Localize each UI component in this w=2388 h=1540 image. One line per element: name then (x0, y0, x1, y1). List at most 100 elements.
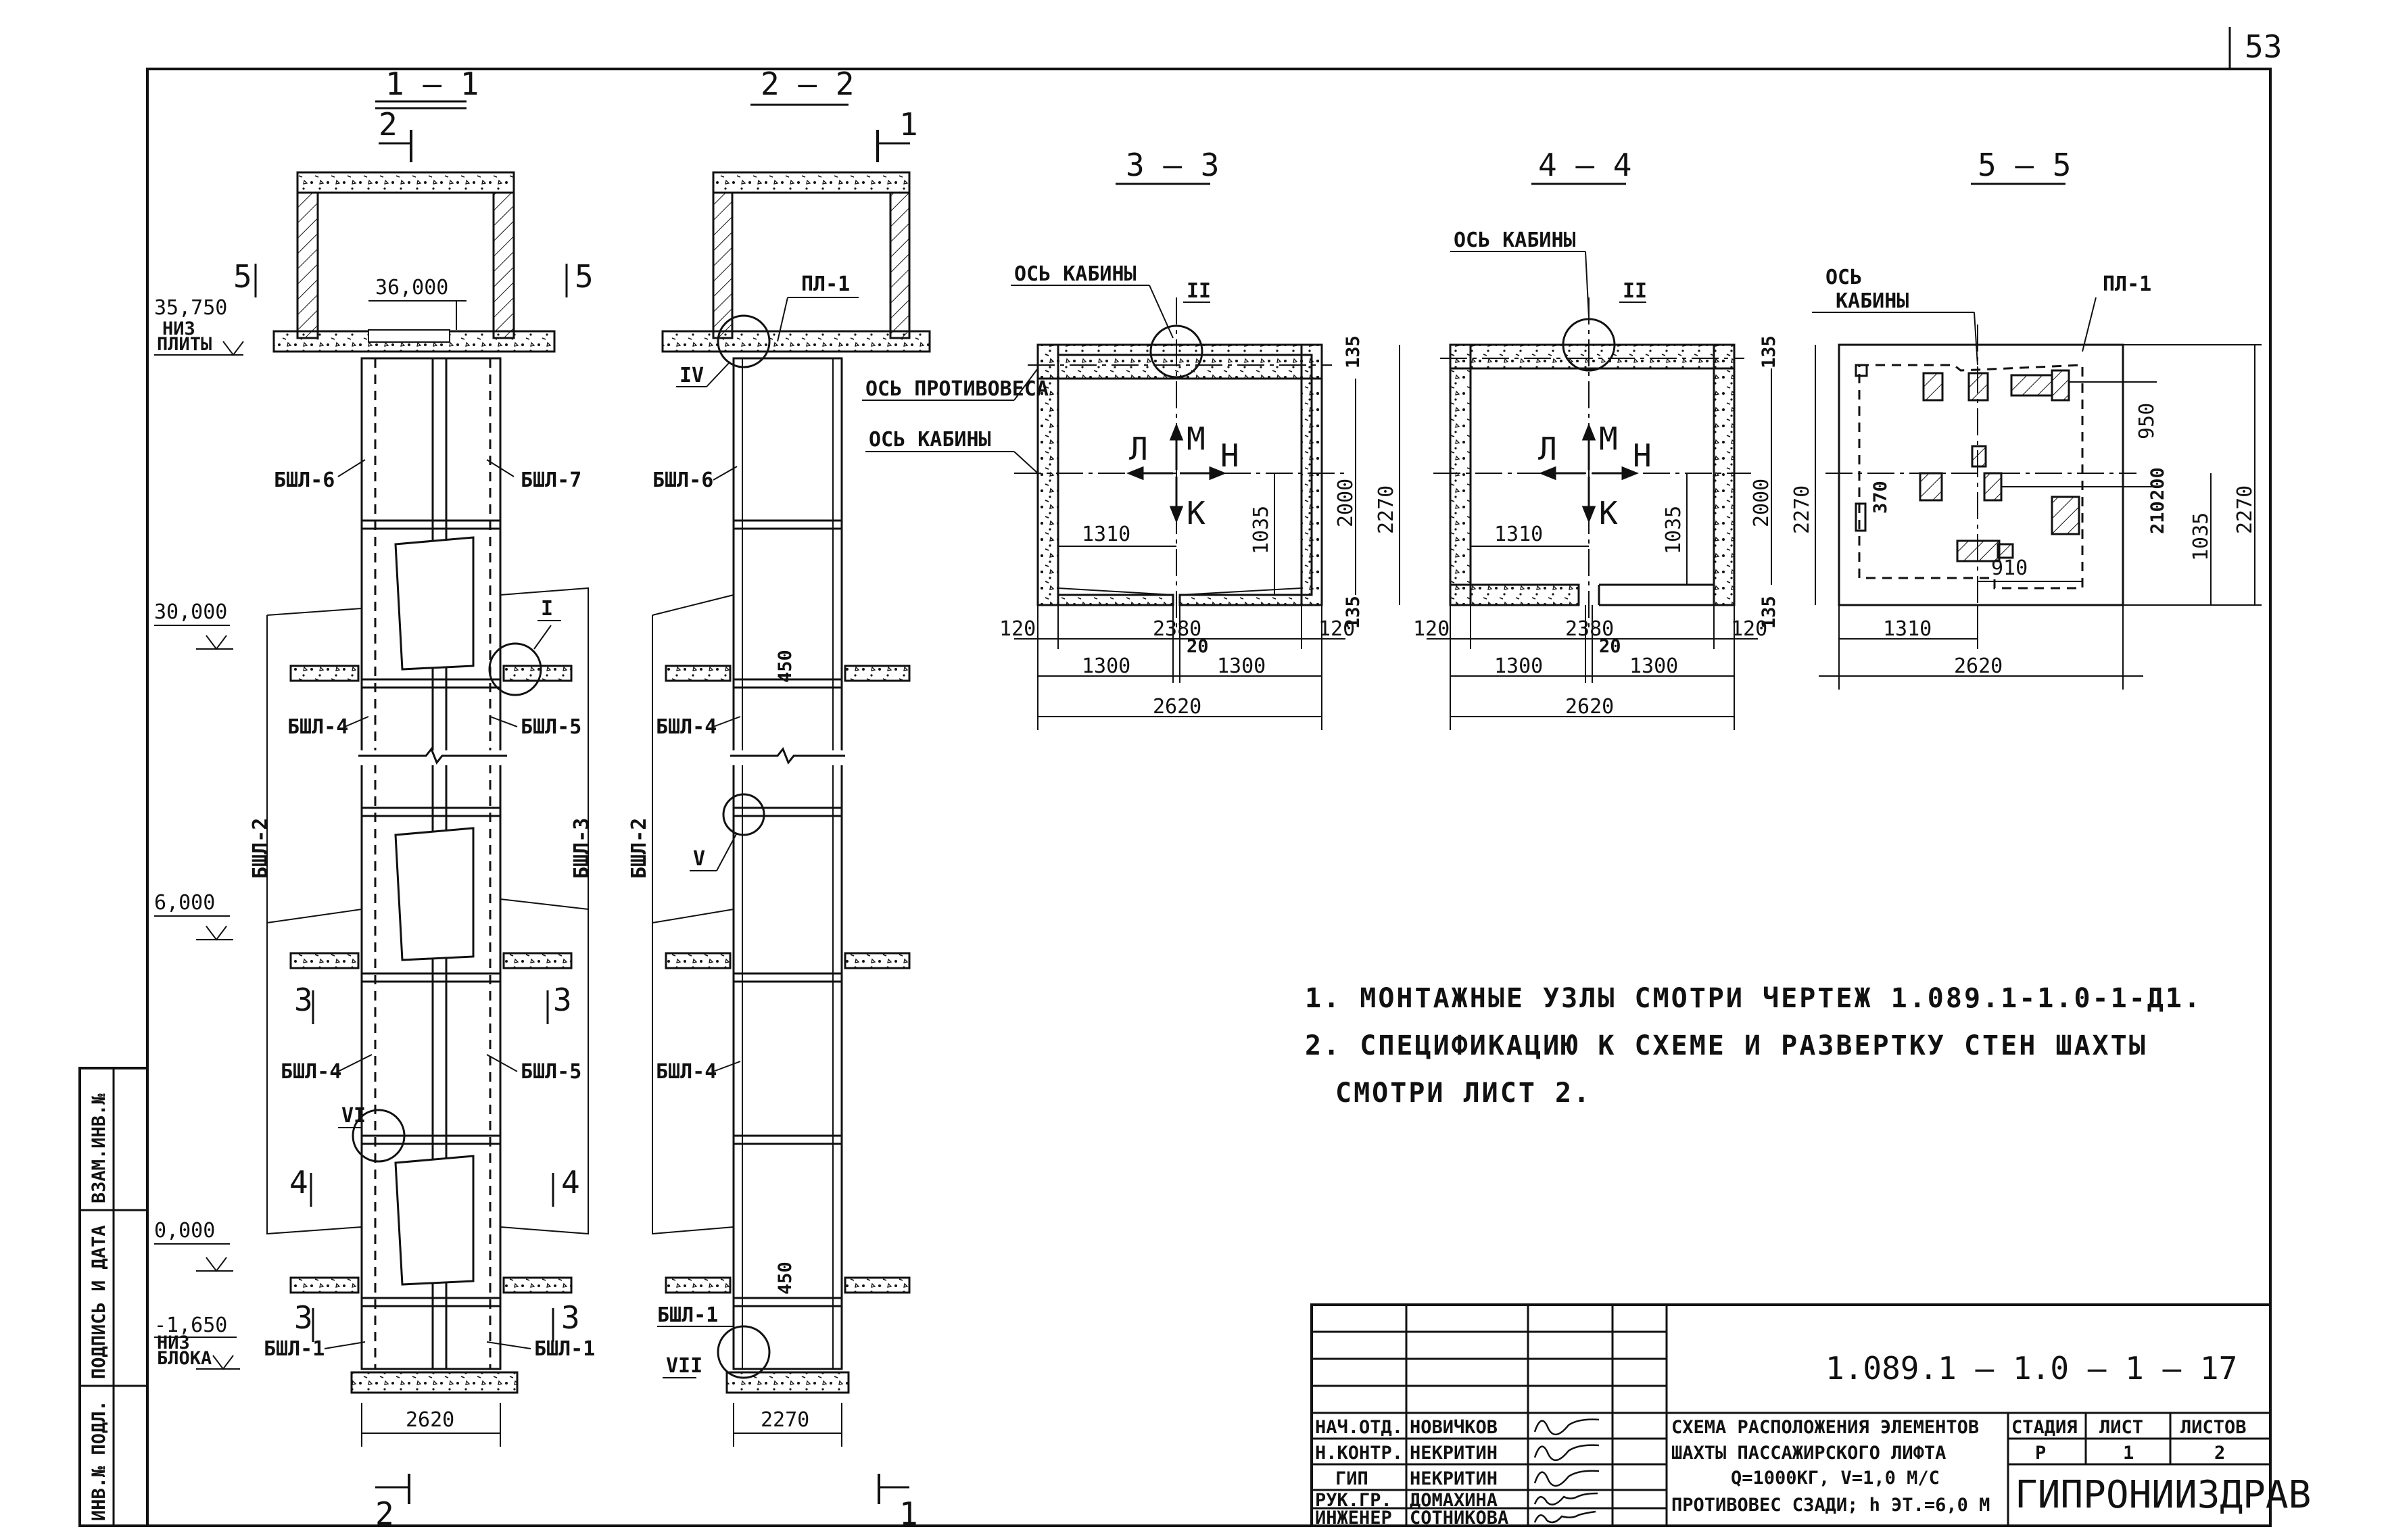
dim-120-s33b: 120 (1318, 617, 1355, 641)
level-top-note-1: НИЗ (162, 318, 195, 339)
node-VI: VI (341, 1104, 366, 1128)
cab-axis-label-s33: ОСЬ КАБИНЫ (1014, 262, 1137, 286)
label-bshl1-r: БШЛ-1 (534, 1337, 595, 1361)
cab-axis-label-s55-b: КАБИНЫ (1836, 289, 1909, 313)
dim-2270-s22: 2270 (761, 1408, 809, 1432)
label-bshl1: БШЛ-1 (264, 1337, 325, 1361)
dir-n-s33: Н (1220, 437, 1239, 474)
level-top: 35,750 (154, 296, 227, 320)
drawing-title-3: Q=1000КГ, V=1,0 М/С (1731, 1468, 1940, 1489)
section-2-2: 2 – 2 1 450 450 (627, 66, 931, 1532)
dim-2620-s55: 2620 (1954, 654, 2003, 678)
roof-level: 36,000 (375, 276, 448, 299)
cab-axis-label-s55-a: ОСЬ (1825, 266, 1862, 289)
side-stamp: ИНВ.№ ПОДЛ. ПОДПИСЬ И ДАТА ВЗАМ.ИНВ.№ (78, 1067, 149, 1527)
dim-135-s44a: 135 (1759, 335, 1780, 368)
title-block: 1.089.1 – 1.0 – 1 – 17 СХЕМА РАСПОЛОЖЕНИ… (1310, 1303, 2311, 1529)
dim-120-s33a: 120 (999, 617, 1036, 641)
dim-2380-s33: 2380 (1153, 617, 1201, 641)
dir-k-s44: К (1599, 495, 1618, 531)
label-bshl4: БШЛ-4 (287, 715, 348, 739)
drawing-code: 1.089.1 – 1.0 – 1 – 17 (1825, 1350, 2237, 1387)
section-3-3: 3 – 3 II Л М Н К ОСЬ КАБИНЫ ОСЬ ПРОТИВОВ… (862, 147, 1400, 730)
cut-3-left: 3 (294, 982, 313, 1018)
label-bshl4-b: БШЛ-4 (281, 1060, 341, 1084)
role-3: РУК.ГР. (1315, 1490, 1392, 1511)
dim-135-s33a: 135 (1343, 335, 1364, 368)
cut-2-bottom: 2 (375, 1495, 394, 1532)
level-pit-note-1: НИЗ (157, 1332, 190, 1353)
dim-200-s55: 200 (2147, 467, 2168, 500)
cut-1-top: 1 (899, 106, 918, 143)
dim-370-s55: 370 (1870, 481, 1891, 514)
node-IV: IV (679, 364, 704, 387)
dim-2000-s33: 2000 (1334, 479, 1358, 527)
cab-axis-label-s44: ОСЬ КАБИНЫ (1454, 228, 1576, 252)
drawing-title-1: СХЕМА РАСПОЛОЖЕНИЯ ЭЛЕМЕНТОВ (1671, 1417, 1979, 1438)
name-2: НЕКРИТИН (1410, 1468, 1498, 1489)
label-bshl4-s22: БШЛ-4 (656, 715, 717, 739)
label-bshl6: БШЛ-6 (274, 468, 335, 492)
sheet-frame: 53 (146, 27, 2282, 1527)
dir-m-s33: М (1187, 420, 1205, 457)
dir-l-s33: Л (1129, 431, 1148, 467)
dim-450-top: 450 (775, 650, 796, 683)
label-bshl5-b: БШЛ-5 (521, 1060, 581, 1084)
stamp-signature-date: ПОДПИСЬ И ДАТА (89, 1225, 110, 1379)
dir-m-s44: М (1599, 420, 1618, 457)
node-II-s33: II (1187, 279, 1211, 303)
dim-210-s55: 210 (2147, 501, 2168, 534)
cw-axis-label: ОСЬ ПРОТИВОВЕСА (865, 377, 1049, 401)
stage-header: СТАДИЯ (2011, 1417, 2078, 1438)
dim-20-s33: 20 (1187, 636, 1209, 657)
stage-value: Р (2035, 1443, 2046, 1464)
label-bshl3: БШЛ-3 (570, 818, 594, 879)
dir-n-s44: Н (1633, 437, 1652, 474)
role-0: НАЧ.ОТД. (1315, 1417, 1403, 1438)
node-I: I (541, 597, 553, 621)
cut-5-left: 5 (233, 258, 252, 295)
level-pit-note-2: БЛОКА (157, 1348, 212, 1369)
dim-2270-s55: 2270 (2233, 485, 2257, 534)
dim-1300-s44a: 1300 (1494, 654, 1543, 678)
machine-room-wall-right (492, 191, 515, 339)
level-6: 6,000 (154, 891, 215, 915)
dim-2270-s44: 2270 (1790, 485, 1814, 534)
label-pl1-s22: ПЛ-1 (801, 272, 850, 296)
level-30: 30,000 (154, 600, 227, 624)
dim-120-s44b: 120 (1731, 617, 1767, 641)
machine-room-roof (296, 171, 515, 194)
name-0: НОВИЧКОВ (1410, 1417, 1498, 1438)
sheets-header: ЛИСТОВ (2180, 1417, 2247, 1438)
cut-4-right: 4 (561, 1164, 580, 1201)
role-2: ГИП (1335, 1468, 1368, 1489)
dim-135-s44b: 135 (1759, 596, 1780, 629)
handwritten-signatures (1533, 1418, 1600, 1524)
node-II-s44: II (1623, 279, 1647, 303)
sheet-header: ЛИСТ (2099, 1417, 2143, 1438)
section-1-1-title: 1 – 1 (385, 66, 479, 102)
cut-4-left: 4 (289, 1164, 308, 1201)
sheets-value: 2 (2214, 1443, 2225, 1464)
note-1: 1. МОНТАЖНЫЕ УЗЛЫ СМОТРИ ЧЕРТЕЖ 1.089.1-… (1305, 983, 2202, 1014)
drawing-title-2: ШАХТЫ ПАССАЖИРСКОГО ЛИФТА (1671, 1443, 1946, 1464)
dim-120-s44a: 120 (1413, 617, 1450, 641)
stamp-inv-podl: ИНВ.№ ПОДЛ. (89, 1400, 110, 1521)
stamp-vzam-inv: ВЗАМ.ИНВ.№ (89, 1093, 110, 1203)
dim-1310-s33: 1310 (1082, 523, 1130, 546)
machine-room-wall-left (296, 191, 319, 339)
dim-910-s55: 910 (1991, 556, 2028, 580)
level-0: 0,000 (154, 1219, 215, 1243)
note-2: 2. СПЕЦИФИКАЦИЮ К СХЕМЕ И РАЗВЕРТКУ СТЕН… (1305, 1030, 2147, 1061)
dim-950-s55: 950 (2135, 403, 2159, 439)
cab-axis-label-2-s33: ОСЬ КАБИНЫ (869, 428, 991, 452)
node-VII: VII (666, 1354, 702, 1378)
dim-2620-s11: 2620 (406, 1408, 454, 1432)
dim-1035-s55: 1035 (2189, 512, 2213, 561)
dim-2380-s44: 2380 (1565, 617, 1614, 641)
dir-k-s33: К (1187, 495, 1205, 531)
role-1: Н.КОНТР. (1315, 1443, 1403, 1464)
sheet-value: 1 (2123, 1443, 2134, 1464)
dim-2000-s44: 2000 (1750, 479, 1773, 527)
section-5-5: 5 – 5 ОСЬ КАБИНЫ ПЛ-1 950 370 (1812, 147, 2262, 690)
